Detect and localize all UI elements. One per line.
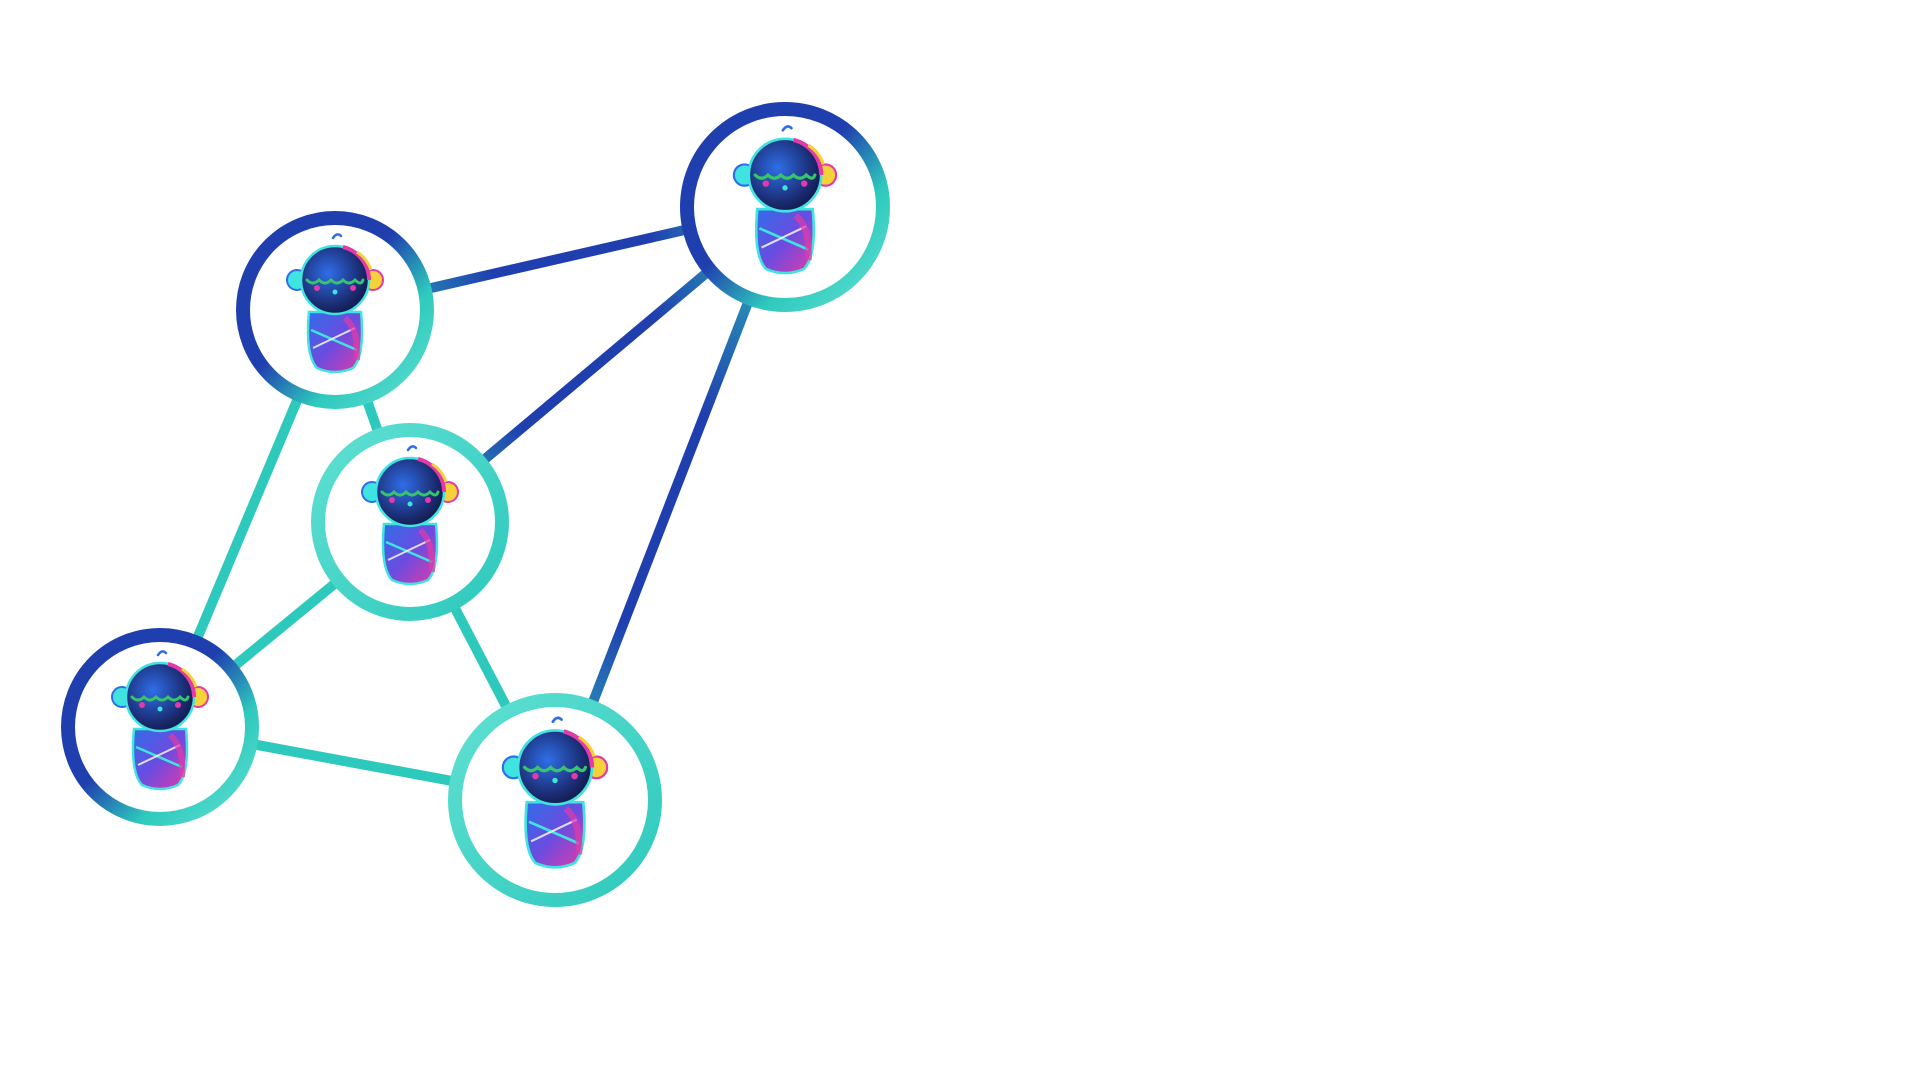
cheek-icon <box>425 497 431 503</box>
mouth-icon <box>332 289 338 295</box>
mouth-icon <box>407 501 413 507</box>
hair-curl <box>781 125 793 132</box>
swaddle-body <box>131 727 189 791</box>
swaddle-wrap <box>137 744 181 766</box>
node-ring-highlight <box>76 643 244 811</box>
hair-curl <box>331 233 343 240</box>
mouth-icon <box>157 706 163 712</box>
node-bottom-right[interactable] <box>448 693 662 907</box>
closed-eyes-icon <box>130 694 190 702</box>
swaddle-shade <box>167 732 186 778</box>
swaddle-body <box>754 207 816 275</box>
head-rim-pink <box>167 662 196 698</box>
closed-eyes-icon <box>753 172 817 180</box>
swaddle-wrap <box>135 745 183 769</box>
cheek-icon <box>175 702 181 708</box>
swaddle-wrap <box>761 225 807 249</box>
cheek-icon <box>762 180 770 187</box>
head-rim-yellow <box>807 143 825 165</box>
mouth-icon <box>552 777 558 784</box>
head-rim-yellow <box>356 250 373 271</box>
cheek-icon <box>350 285 356 291</box>
swaddle-body <box>306 310 364 374</box>
hair-curl <box>156 650 168 657</box>
head-rim-pink <box>417 457 446 493</box>
node-ring-highlight <box>463 708 647 892</box>
swaddle-wrap <box>528 820 580 845</box>
closed-eyes-icon <box>380 489 440 497</box>
cheek-icon <box>532 772 539 780</box>
node-center[interactable] <box>311 423 509 621</box>
nodes-layer <box>61 102 890 907</box>
node-ring-highlight <box>251 226 419 394</box>
swaddle-wrap <box>385 540 433 564</box>
swaddle-wrap <box>530 818 578 843</box>
head-rim-pink <box>563 729 595 768</box>
swaddle-wrap <box>758 227 809 251</box>
node-ring-highlight <box>326 438 494 606</box>
swaddle-shade <box>793 213 812 261</box>
hair-curl <box>406 445 418 452</box>
head-rim-yellow <box>181 667 198 688</box>
hair-curl <box>551 716 563 724</box>
head-rim-yellow <box>431 462 448 483</box>
head-rim-pink <box>792 137 824 176</box>
closed-eyes-icon <box>522 765 588 773</box>
swaddled-baby-icon <box>732 125 838 275</box>
swaddle-wrap <box>310 328 358 352</box>
swaddled-baby-icon <box>501 716 609 869</box>
swaddle-body <box>381 522 439 586</box>
head-rim-pink <box>342 245 371 281</box>
swaddled-baby-icon <box>286 233 384 374</box>
cheek-icon <box>800 180 808 187</box>
swaddled-baby-icon <box>111 650 209 791</box>
swaddle-shade <box>342 315 361 361</box>
swaddle-shade <box>417 527 436 573</box>
node-ring-highlight <box>695 117 875 297</box>
swaddle-shade <box>563 806 583 855</box>
swaddle-wrap <box>387 539 431 561</box>
node-bottom-left[interactable] <box>61 628 259 826</box>
head-rim-yellow <box>577 735 596 758</box>
cheek-icon <box>314 285 320 291</box>
node-top-right[interactable] <box>680 102 890 312</box>
cheek-icon <box>571 772 578 780</box>
node-top-left[interactable] <box>236 211 434 409</box>
closed-eyes-icon <box>305 277 365 285</box>
mouth-icon <box>782 185 788 191</box>
cheek-icon <box>389 497 395 503</box>
swaddle-wrap <box>312 327 356 349</box>
swaddle-body <box>524 800 586 869</box>
swaddled-baby-icon <box>361 445 459 586</box>
cheek-icon <box>139 702 145 708</box>
